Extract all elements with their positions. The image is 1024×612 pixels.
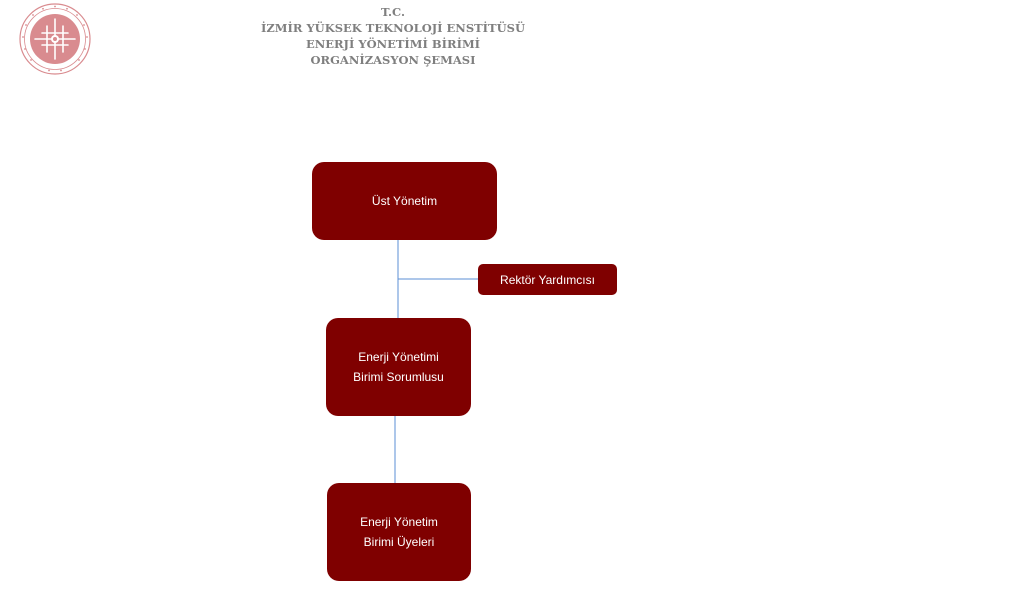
node-rektor-yardimcisi: Rektör Yardımcısı: [478, 264, 617, 295]
heading-line-chart-title: ORGANİZASYON ŞEMASI: [310, 53, 476, 67]
node-ust-yonetim: Üst Yönetim: [312, 162, 497, 240]
heading-line-unit: ENERJİ YÖNETİMİ BİRİMİ: [305, 37, 481, 51]
node-ust-yonetim-label: Üst Yönetim: [371, 194, 438, 208]
node-birim-sorumlusu: Enerji Yönetimi Birimi Sorumlusu: [326, 318, 471, 416]
node-birim-sorumlusu-label: Enerji Yönetimi Birimi Sorumlusu: [353, 350, 444, 384]
university-logo: [16, 2, 94, 76]
heading-line-tc: T.C.: [380, 5, 406, 19]
heading-line-institute: İZMİR YÜKSEK TEKNOLOJİ ENSTİTÜSÜ: [261, 21, 525, 35]
node-birim-uyeleri-label: Enerji Yönetim Birimi Üyeleri: [360, 515, 438, 549]
page-heading: T.C. İZMİR YÜKSEK TEKNOLOJİ ENSTİTÜSÜ EN…: [258, 4, 528, 68]
node-birim-uyeleri: Enerji Yönetim Birimi Üyeleri: [327, 483, 471, 581]
university-seal-icon: [19, 3, 91, 75]
node-rektor-yardimcisi-label: Rektör Yardımcısı: [500, 272, 595, 287]
